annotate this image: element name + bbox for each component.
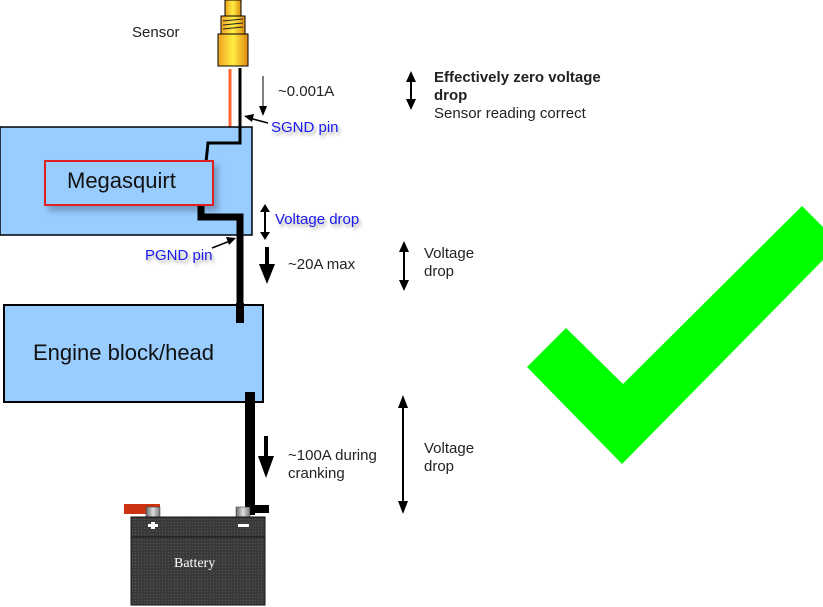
sensor-note-line1: Effectively zero voltage: [434, 69, 601, 86]
megasquirt-label-frame: [44, 160, 214, 206]
sensor-cable: [224, 0, 242, 19]
engine-ground-strap: [245, 392, 255, 515]
sensor: [217, 0, 249, 67]
cranking-current-label-line2: cranking: [288, 465, 345, 482]
cranking-current-label-line1: ~100A during: [288, 447, 377, 464]
sensor-body: [217, 33, 249, 67]
pgnd-voltage-drop-line2: drop: [424, 263, 455, 280]
checkmark-icon: [527, 206, 823, 464]
pgnd-pointer-arrow: [211, 237, 236, 249]
sensor-thread-lines: [222, 18, 244, 30]
sensor-voltage-arrow: [406, 71, 416, 110]
engine-ground-foot: [245, 505, 269, 513]
cranking-current-arrow: [258, 436, 274, 478]
battery-label: Battery: [174, 556, 216, 571]
battery-positive-post: [145, 506, 161, 519]
engine-box: [3, 304, 264, 403]
sensor-note-line2: drop: [434, 87, 468, 104]
battery: [124, 504, 266, 606]
sgnd-pin-label: SGND pin: [271, 119, 339, 136]
battery-plus-sign: [148, 522, 158, 529]
battery-minus-sign: [238, 524, 249, 527]
engine-voltage-arrow: [398, 395, 408, 514]
megasquirt-voltage-arrow: [260, 204, 270, 240]
sensor-label: Sensor: [132, 24, 180, 41]
pgnd-current-arrow: [259, 247, 275, 284]
battery-negative-post: [235, 506, 251, 519]
sgnd-internal-trace: [204, 125, 242, 163]
sgnd-pointer-arrow: [244, 114, 269, 124]
pgnd-pin-label: PGND pin: [145, 247, 213, 264]
pgnd-engine-terminal: [236, 303, 244, 323]
engine-voltage-drop-line2: drop: [424, 458, 455, 475]
pgnd-current-label: ~20A max: [288, 256, 356, 273]
pgnd-voltage-arrow: [399, 241, 409, 291]
sensor-current-arrow: [259, 76, 267, 116]
megasquirt-label: Megasquirt: [67, 168, 176, 193]
engine-label: Engine block/head: [33, 340, 215, 365]
sensor-current-label: ~0.001A: [278, 83, 335, 100]
megasquirt-voltage-drop-label: Voltage drop: [275, 211, 360, 228]
sensor-note-line3: Sensor reading correct: [434, 105, 586, 122]
pgnd-voltage-drop-line1: Voltage: [424, 245, 475, 262]
battery-positive-cable: [124, 504, 160, 514]
engine-voltage-drop-line1: Voltage: [424, 440, 475, 457]
battery-body: [130, 516, 266, 606]
pgnd-trace: [197, 206, 244, 322]
